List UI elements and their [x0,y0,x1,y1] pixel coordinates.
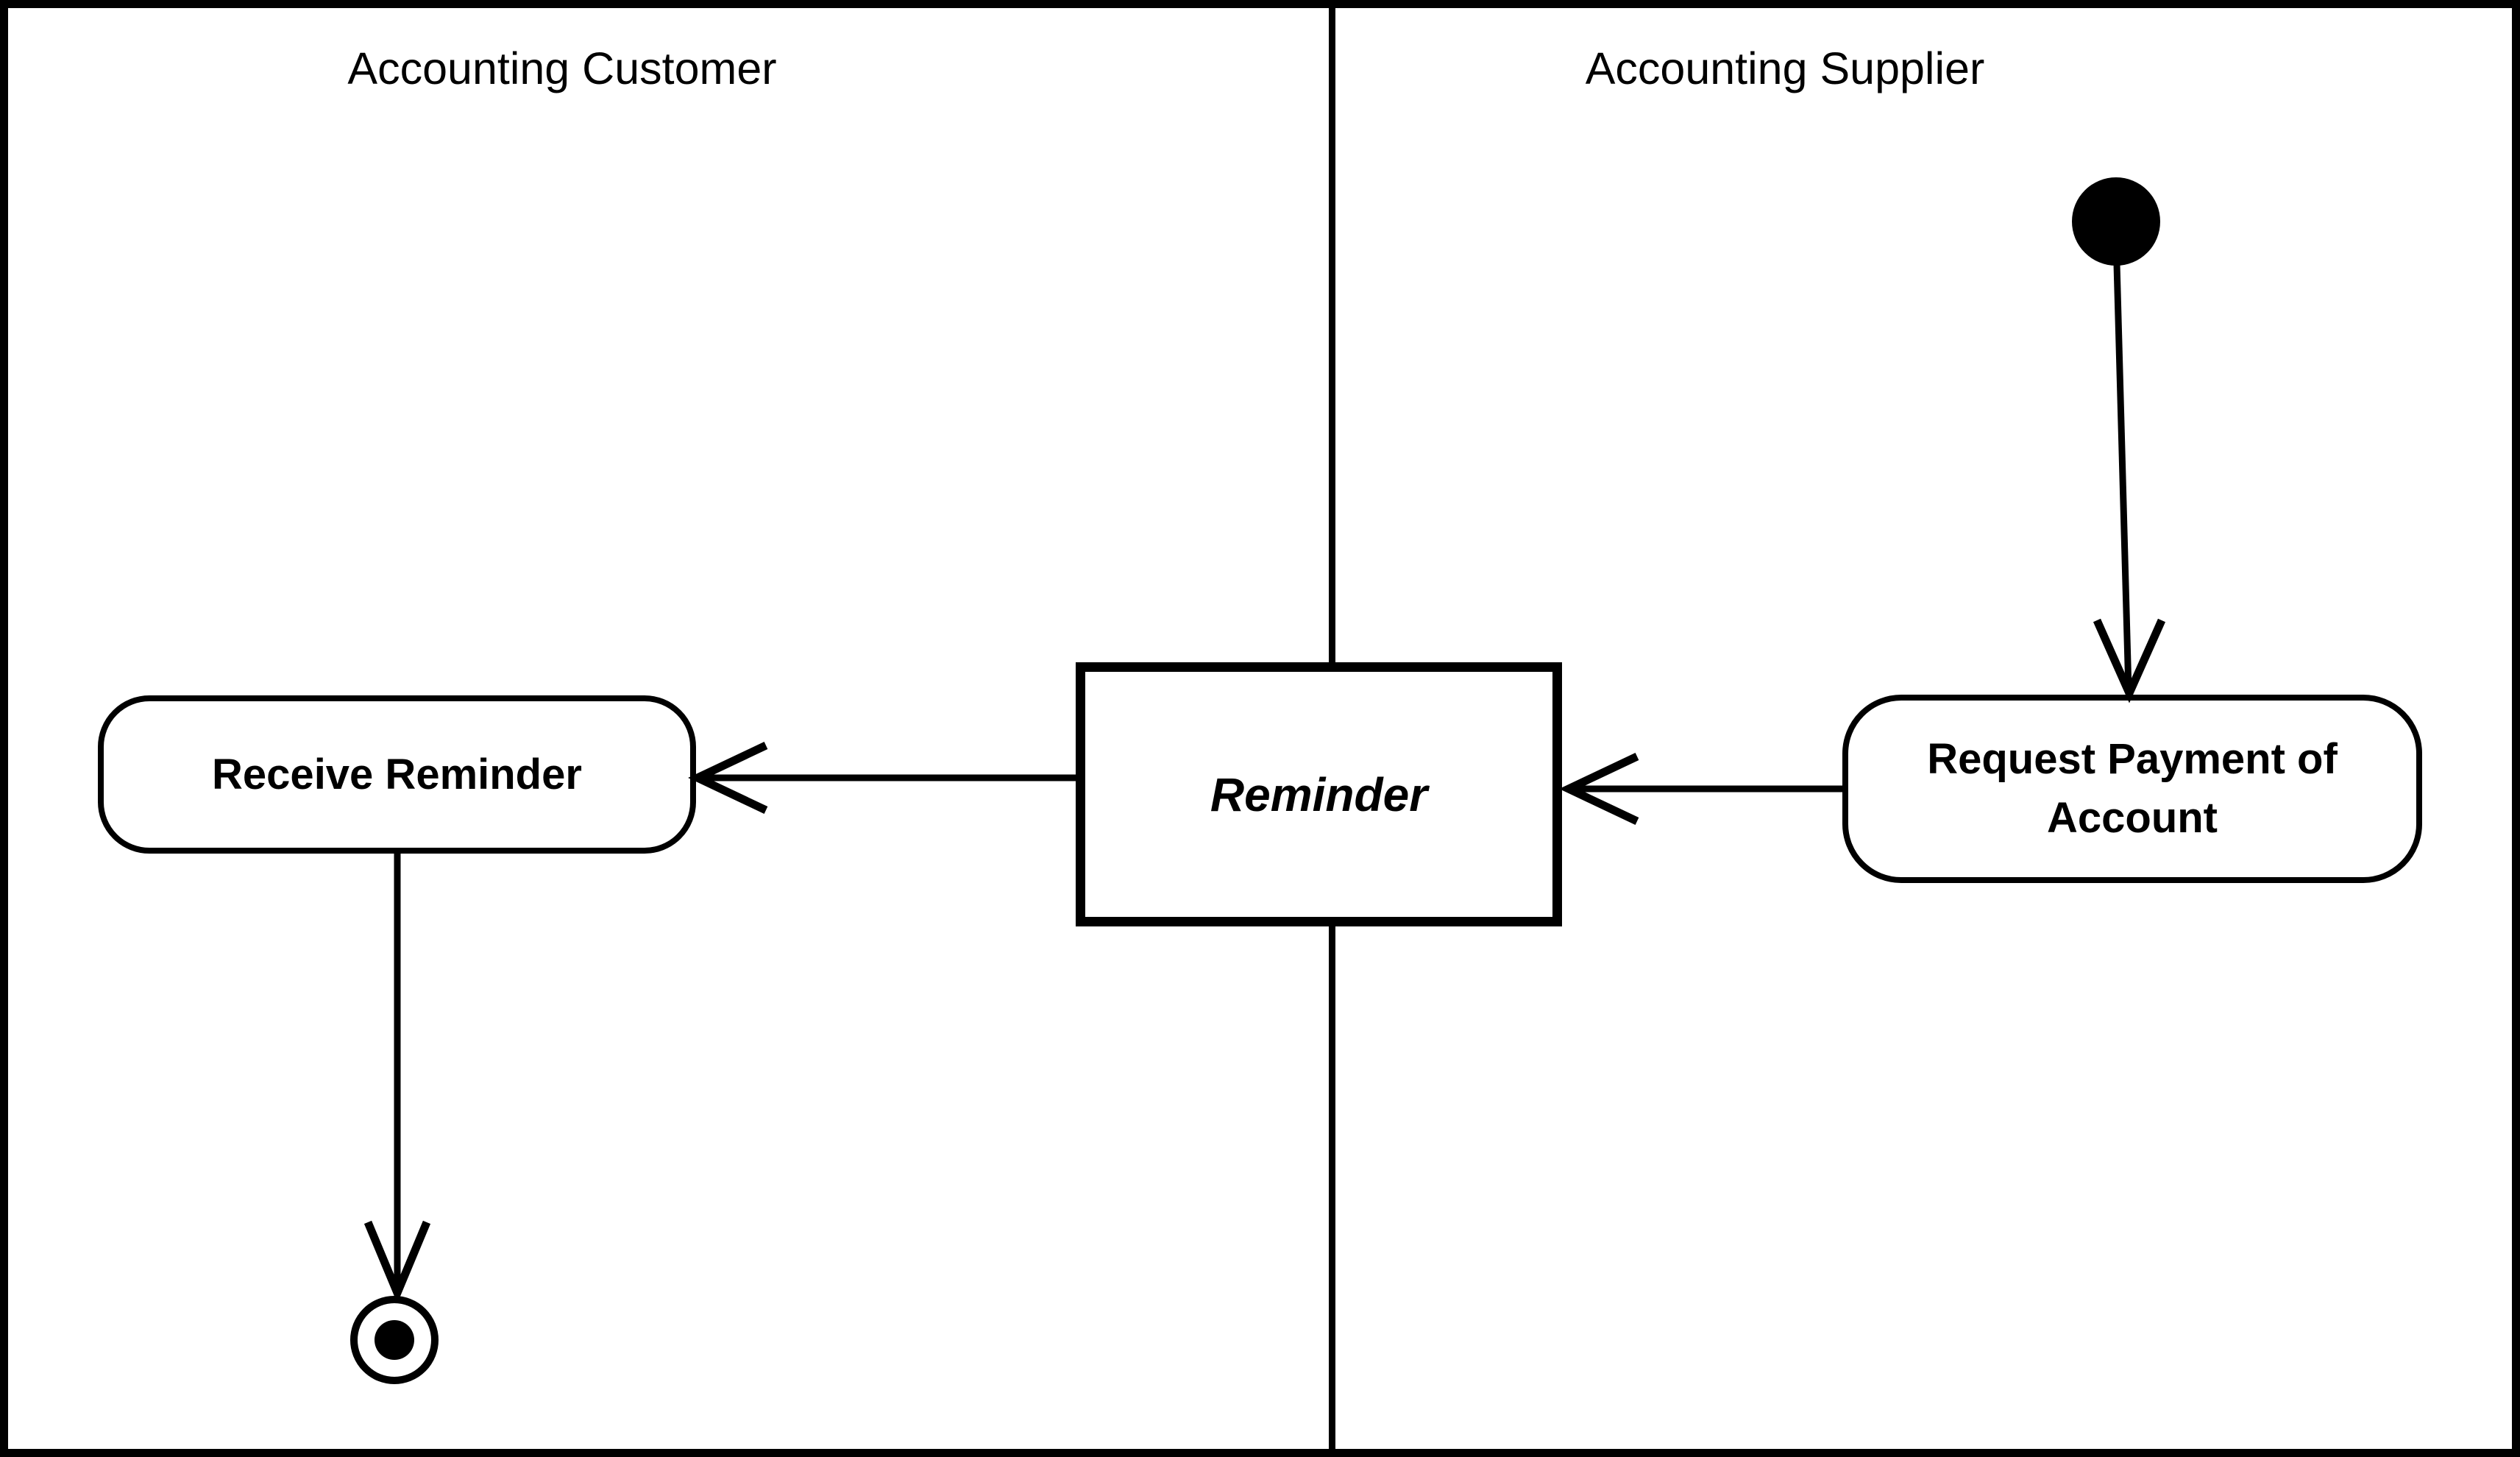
final-node-icon [350,1296,439,1384]
initial-node-icon [2072,177,2160,266]
lane-title-accounting-supplier: Accounting Supplier [1585,43,1985,93]
object-node-reminder: Reminder [1076,662,1562,926]
request-payment-label: Request Payment of Account [1927,735,2338,842]
edge-receive-reminder-to-final [363,854,431,1304]
edge-request-payment-to-reminder [1559,753,1842,825]
action-node-request-payment-of-account: Request Payment of Account [1842,695,2422,883]
action-node-receive-reminder: Receive Reminder [98,695,696,854]
edge-initial-to-request-payment [2093,263,2166,703]
edge-reminder-to-receive-reminder [688,742,1076,814]
lane-title-accounting-customer: Accounting Customer [347,43,777,93]
reminder-label: Reminder [1210,768,1428,821]
receive-reminder-label: Receive Reminder [212,750,582,798]
